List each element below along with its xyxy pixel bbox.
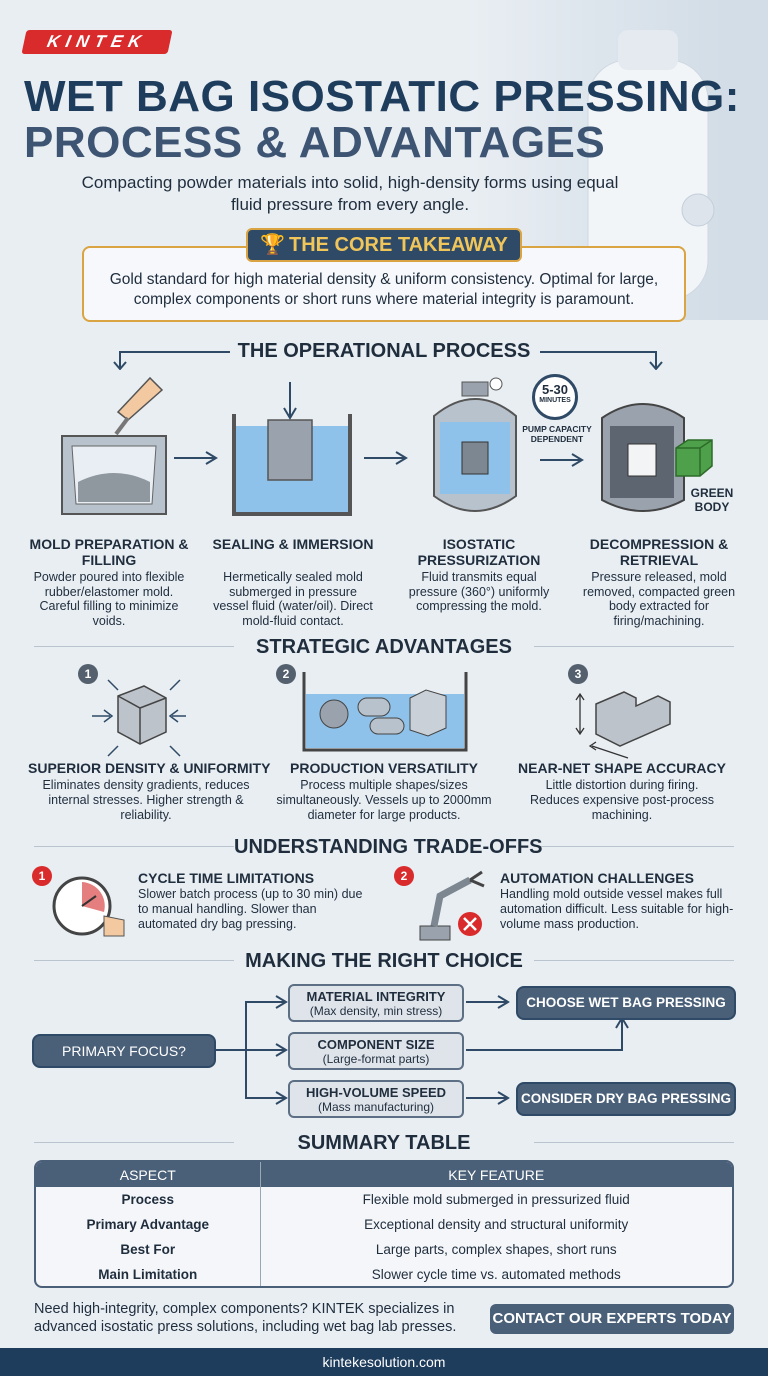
page-subtitle: Compacting powder materials into solid, … (81, 173, 619, 214)
table-cell-aspect: Main Limitation (36, 1262, 261, 1286)
process-section-title: THE OPERATIONAL PROCESS (237, 340, 531, 362)
table-row: Process Flexible mold submerged in press… (36, 1187, 732, 1212)
table-cell-aspect: Best For (36, 1237, 261, 1262)
core-takeaway-tag: 🏆THE CORE TAKEAWAY (246, 228, 522, 262)
tradeoff1-desc: Slower batch process (up to 30 min) due … (138, 887, 363, 931)
step3-desc: Fluid transmits equal pressure (360°) un… (408, 570, 550, 613)
timer-unit: MINUTES (539, 397, 571, 404)
green-body-cube-icon (675, 439, 713, 477)
density-cube-icon (92, 679, 186, 757)
tradeoff2-number: 2 (394, 866, 414, 886)
stopwatch-icon (52, 876, 125, 937)
table-row: Primary Advantage Exceptional density an… (36, 1212, 732, 1237)
tradeoff1-title: CYCLE TIME LIMITATIONS (138, 870, 315, 886)
table-cell-feature: Slower cycle time vs. automated methods (371, 1267, 621, 1282)
arrow-right-icon (540, 453, 584, 467)
option3-sub: (Mass manufacturing) (317, 1100, 435, 1114)
arrow-right-icon (364, 451, 408, 465)
table-cell-aspect: Process (36, 1187, 261, 1212)
core-takeaway-text: Gold standard for high material density … (109, 271, 659, 308)
footer-website-link[interactable]: kintekesolution.com (0, 1348, 768, 1376)
table-cell-aspect: Primary Advantage (36, 1212, 261, 1237)
step2-desc: Hermetically sealed mold submerged in pr… (213, 570, 373, 628)
tradeoff2-desc: Handling mold outside vessel makes full … (500, 887, 734, 931)
option2-title: COMPONENT SIZE (317, 1037, 435, 1052)
step4-title: DECOMPRESSION & RETRIEVAL (589, 536, 729, 568)
table-cell-feature: Flexible mold submerged in pressurized f… (362, 1192, 630, 1207)
summary-section-title: SUMMARY TABLE (234, 1132, 534, 1155)
summary-table: ASPECT KEY FEATURE Process Flexible mold… (34, 1160, 734, 1288)
table-row: Best For Large parts, complex shapes, sh… (36, 1237, 732, 1262)
outcome-wet-bag: CHOOSE WET BAG PRESSING (516, 986, 736, 1020)
robot-arm-icon (419, 870, 485, 941)
advantage2-number: 2 (276, 664, 296, 684)
primary-focus-box: PRIMARY FOCUS? (32, 1034, 216, 1068)
decision-flow-lines (216, 995, 629, 1105)
choice-section-title: MAKING THE RIGHT CHOICE (234, 950, 534, 973)
option2-sub: (Large-format parts) (322, 1052, 430, 1066)
step4-desc: Pressure released, mold removed, compact… (582, 570, 736, 628)
option-high-volume-speed: HIGH-VOLUME SPEED (Mass manufacturing) (288, 1080, 464, 1118)
cta-text: Need high-integrity, complex components?… (34, 1301, 457, 1335)
timer-badge: 5-30 MINUTES (532, 374, 578, 420)
contact-experts-button[interactable]: CONTACT OUR EXPERTS TODAY (490, 1304, 734, 1334)
table-cell-feature: Exceptional density and structural unifo… (364, 1217, 629, 1232)
pressure-vessel-background-icon (587, 0, 768, 320)
table-header-aspect: ASPECT (36, 1162, 261, 1187)
kintek-logo: KINTEK (21, 30, 173, 54)
advantage3-number: 3 (568, 664, 588, 684)
advantage3-desc: Little distortion during firing. Reduces… (529, 778, 715, 822)
trophy-icon: 🏆 (260, 234, 285, 256)
tradeoff1-number: 1 (32, 866, 52, 886)
mold-filling-icon (61, 376, 167, 515)
step1-title: MOLD PREPARATION & FILLING (29, 536, 189, 568)
table-header-feature: KEY FEATURE (260, 1162, 732, 1187)
process-flow-arrows (113, 351, 663, 370)
option3-title: HIGH-VOLUME SPEED (305, 1085, 447, 1100)
option1-title: MATERIAL INTEGRITY (306, 989, 446, 1004)
option-component-size: COMPONENT SIZE (Large-format parts) (288, 1032, 464, 1070)
option-material-integrity: MATERIAL INTEGRITY (Max density, min str… (288, 984, 464, 1022)
page-title-line1: WET BAG ISOSTATIC PRESSING: (24, 72, 740, 121)
advantage3-title: NEAR-NET SHAPE ACCURACY (518, 760, 726, 776)
green-body-label: GREEN BODY (690, 486, 734, 514)
timer-note: PUMP CAPACITY DEPENDENT (522, 424, 592, 444)
timer-value: 5-30 (541, 382, 569, 397)
tradeoff2-title: AUTOMATION CHALLENGES (500, 870, 694, 886)
outcome-dry-bag: CONSIDER DRY BAG PRESSING (516, 1082, 736, 1116)
versatility-tank-icon (302, 672, 468, 752)
step2-title: SEALING & IMMERSION (212, 536, 374, 552)
table-row: Main Limitation Slower cycle time vs. au… (36, 1262, 732, 1286)
step3-title: ISOSTATIC PRESSURIZATION (417, 536, 541, 568)
step1-desc: Powder poured into flexible rubber/elast… (33, 570, 185, 628)
table-cell-feature: Large parts, complex shapes, short runs (375, 1242, 617, 1257)
immersion-tank-icon (232, 382, 352, 516)
tradeoffs-section-title: UNDERSTANDING TRADE-OFFS (234, 836, 543, 859)
advantage1-number: 1 (78, 664, 98, 684)
near-net-shape-icon (575, 691, 671, 759)
advantage1-title: SUPERIOR DENSITY & UNIFORMITY (28, 760, 271, 776)
advantage1-desc: Eliminates density gradients, reduces in… (42, 778, 250, 822)
page-title-line2: PROCESS & ADVANTAGES (24, 118, 606, 167)
decompression-vessel-icon (601, 403, 685, 512)
core-tag-label: THE CORE TAKEAWAY (288, 234, 508, 256)
advantage2-title: PRODUCTION VERSATILITY (290, 760, 478, 776)
pressure-vessel-icon (433, 377, 517, 512)
advantage2-desc: Process multiple shapes/sizes simultaneo… (276, 778, 492, 822)
advantages-section-title: STRATEGIC ADVANTAGES (234, 636, 534, 659)
option1-sub: (Max density, min stress) (309, 1004, 443, 1018)
table-header-row: ASPECT KEY FEATURE (36, 1162, 732, 1187)
arrow-right-icon (174, 451, 218, 465)
